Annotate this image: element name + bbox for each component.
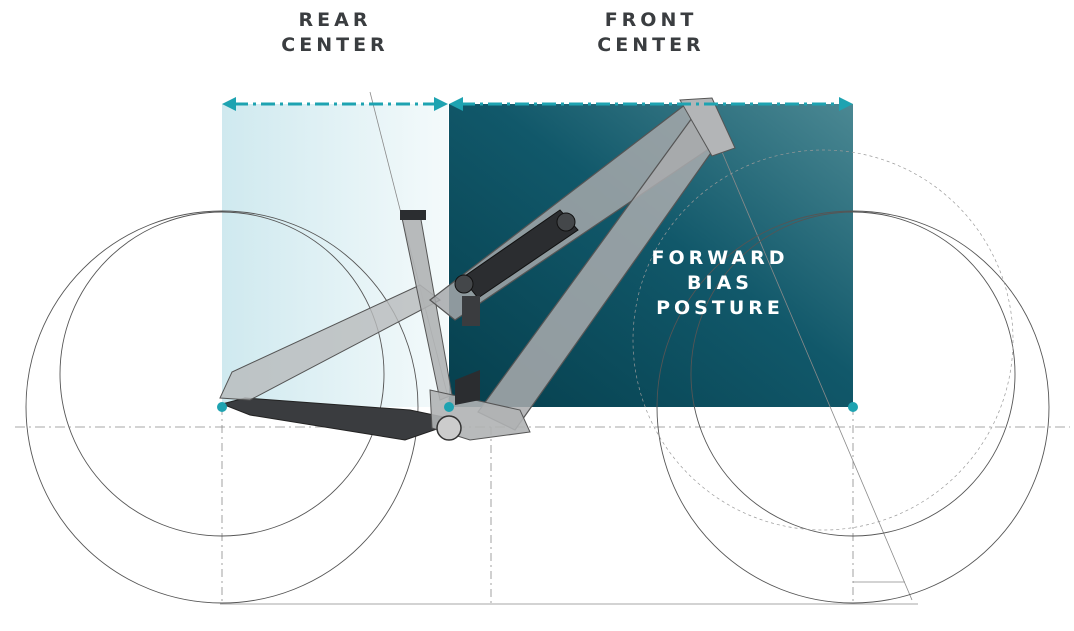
front-wheel-phantom — [632, 149, 1014, 531]
front-center-label-line1: FRONT — [604, 9, 698, 31]
front-wheel-large — [656, 210, 1050, 604]
front-center-arrow-left-head — [449, 97, 463, 111]
front-wheel-small — [690, 211, 1016, 537]
rear-center-label-line2: CENTER — [281, 34, 389, 56]
front-axle-dot — [848, 402, 858, 412]
front-center-arrow-right-head — [839, 97, 853, 111]
bike-frame — [219, 97, 736, 441]
rear-wheel-small — [59, 211, 385, 537]
front-center-label-line2: CENTER — [597, 34, 705, 56]
forward-bias-label-line2: BIAS — [687, 272, 753, 294]
head-angle-line — [699, 99, 913, 601]
forward-bias-label-line3: POSTURE — [656, 297, 784, 319]
forward-bias-label-line1: FORWARD — [651, 247, 789, 269]
rear-center-arrow-right-head — [434, 97, 448, 111]
rear-axle-dot — [217, 402, 227, 412]
rear-center-label-line1: REAR — [298, 9, 372, 31]
front-center-label: FRONT CENTER — [449, 8, 853, 58]
rear-wheel-large — [25, 210, 419, 604]
rear-center-arrow-left-head — [222, 97, 236, 111]
forward-bias-posture-label: FORWARD BIAS POSTURE — [560, 246, 880, 321]
bb-dot — [444, 402, 454, 412]
rear-center-label: REAR CENTER — [222, 8, 448, 58]
